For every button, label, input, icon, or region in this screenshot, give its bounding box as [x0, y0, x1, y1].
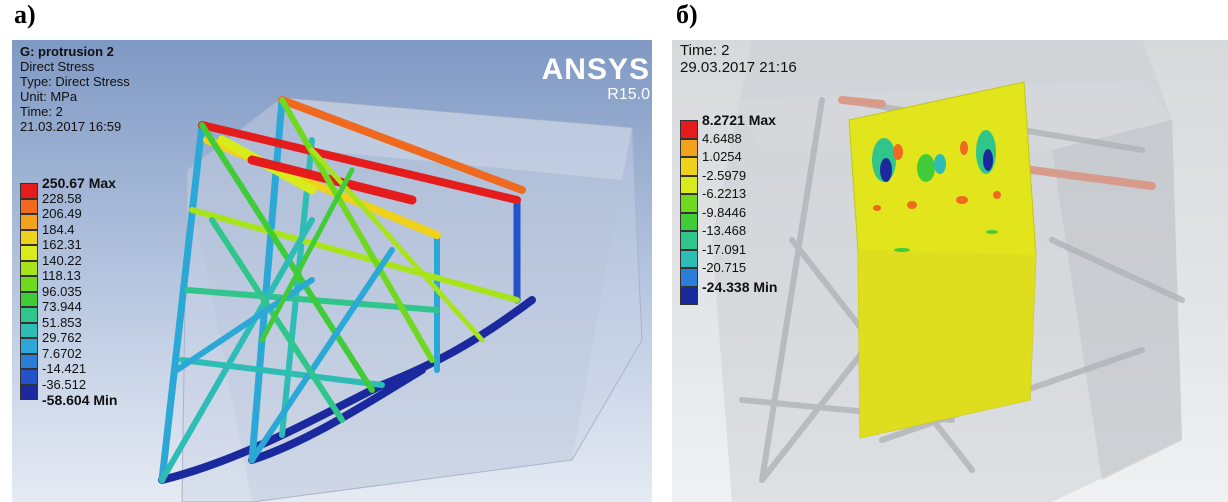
legend-swatch [680, 138, 698, 157]
legend-label: 1.0254 [702, 149, 742, 164]
legend-swatch [680, 286, 698, 305]
viewport-a[interactable]: G: protrusion 2 Direct Stress Type: Dire… [12, 40, 652, 502]
truss-model-a [158, 96, 643, 502]
legend-label: 7.6702 [42, 345, 82, 361]
legend-label: 73.944 [42, 299, 82, 314]
legend-swatch [680, 175, 698, 194]
legend-swatch [20, 353, 38, 369]
legend-swatch [680, 194, 698, 213]
legend-swatch [680, 157, 698, 176]
plate-model-b [712, 40, 1185, 502]
legend-label: -20.715 [702, 260, 747, 275]
legend-swatch [20, 198, 38, 214]
legend-swatch [20, 276, 38, 292]
legend-swatch [20, 260, 38, 276]
info-line: Type: Direct Stress [20, 74, 130, 89]
legend-swatch [20, 369, 38, 385]
legend-label: 250.67 Max [42, 175, 116, 191]
legend-label: -6.2213 [702, 186, 747, 201]
legend-label: 228.58 [42, 190, 82, 206]
legend-swatch [20, 338, 38, 354]
legend-swatch [20, 322, 38, 338]
info-line: Time: 2 [20, 104, 63, 119]
legend-swatch [680, 249, 698, 268]
ansys-logo: ANSYS R15.0 [541, 53, 650, 104]
legend-label: 162.31 [42, 237, 82, 252]
panel-label-b: б) [676, 0, 698, 29]
info-line: 29.03.2017 21:16 [680, 59, 797, 76]
result-title: G: protrusion 2 [20, 44, 114, 59]
info-line: Direct Stress [20, 59, 95, 74]
legend-label: -24.338 Min [702, 278, 778, 295]
legend-label: -13.468 [702, 223, 747, 238]
panel-label-a: а) [14, 0, 36, 29]
legend-label: 8.2721 Max [702, 112, 776, 128]
legend-label: 29.762 [42, 330, 82, 345]
legend-label: -36.512 [42, 376, 87, 392]
legend-label: 140.22 [42, 252, 82, 268]
legend-swatch [680, 212, 698, 231]
legend-label: -9.8446 [702, 204, 747, 220]
legend-swatch [20, 291, 38, 307]
legend-swatch [680, 120, 698, 139]
result-info-a: G: protrusion 2 Direct Stress Type: Dire… [20, 44, 130, 134]
info-line: 21.03.2017 16:59 [20, 119, 122, 134]
legend-swatch [680, 268, 698, 287]
legend-swatch [20, 214, 38, 230]
legend-label: 118.13 [42, 268, 81, 283]
legend-swatch [680, 231, 698, 250]
legend-label: -14.421 [42, 361, 87, 376]
info-line: Time: 2 [680, 42, 730, 59]
legend-label: 184.4 [42, 221, 75, 237]
legend-label: 4.6488 [702, 130, 742, 146]
legend-swatch [20, 229, 38, 245]
info-line: Unit: MPa [20, 89, 78, 104]
legend-label: 51.853 [42, 314, 82, 330]
legend-label: 206.49 [42, 206, 82, 221]
legend-label: -2.5979 [702, 167, 747, 183]
legend-label: 96.035 [42, 283, 82, 299]
result-info-b: Time: 2 29.03.2017 21:16 [680, 42, 797, 76]
legend-swatch [20, 245, 38, 261]
legend-swatch [20, 384, 38, 400]
legend-swatch [20, 183, 38, 199]
legend-label: -17.091 [702, 241, 747, 257]
legend-swatch [20, 307, 38, 323]
viewport-b[interactable]: Time: 2 29.03.2017 21:16 8.2721 Max 4.648… [672, 40, 1228, 502]
legend-label: -58.604 Min [42, 392, 118, 408]
